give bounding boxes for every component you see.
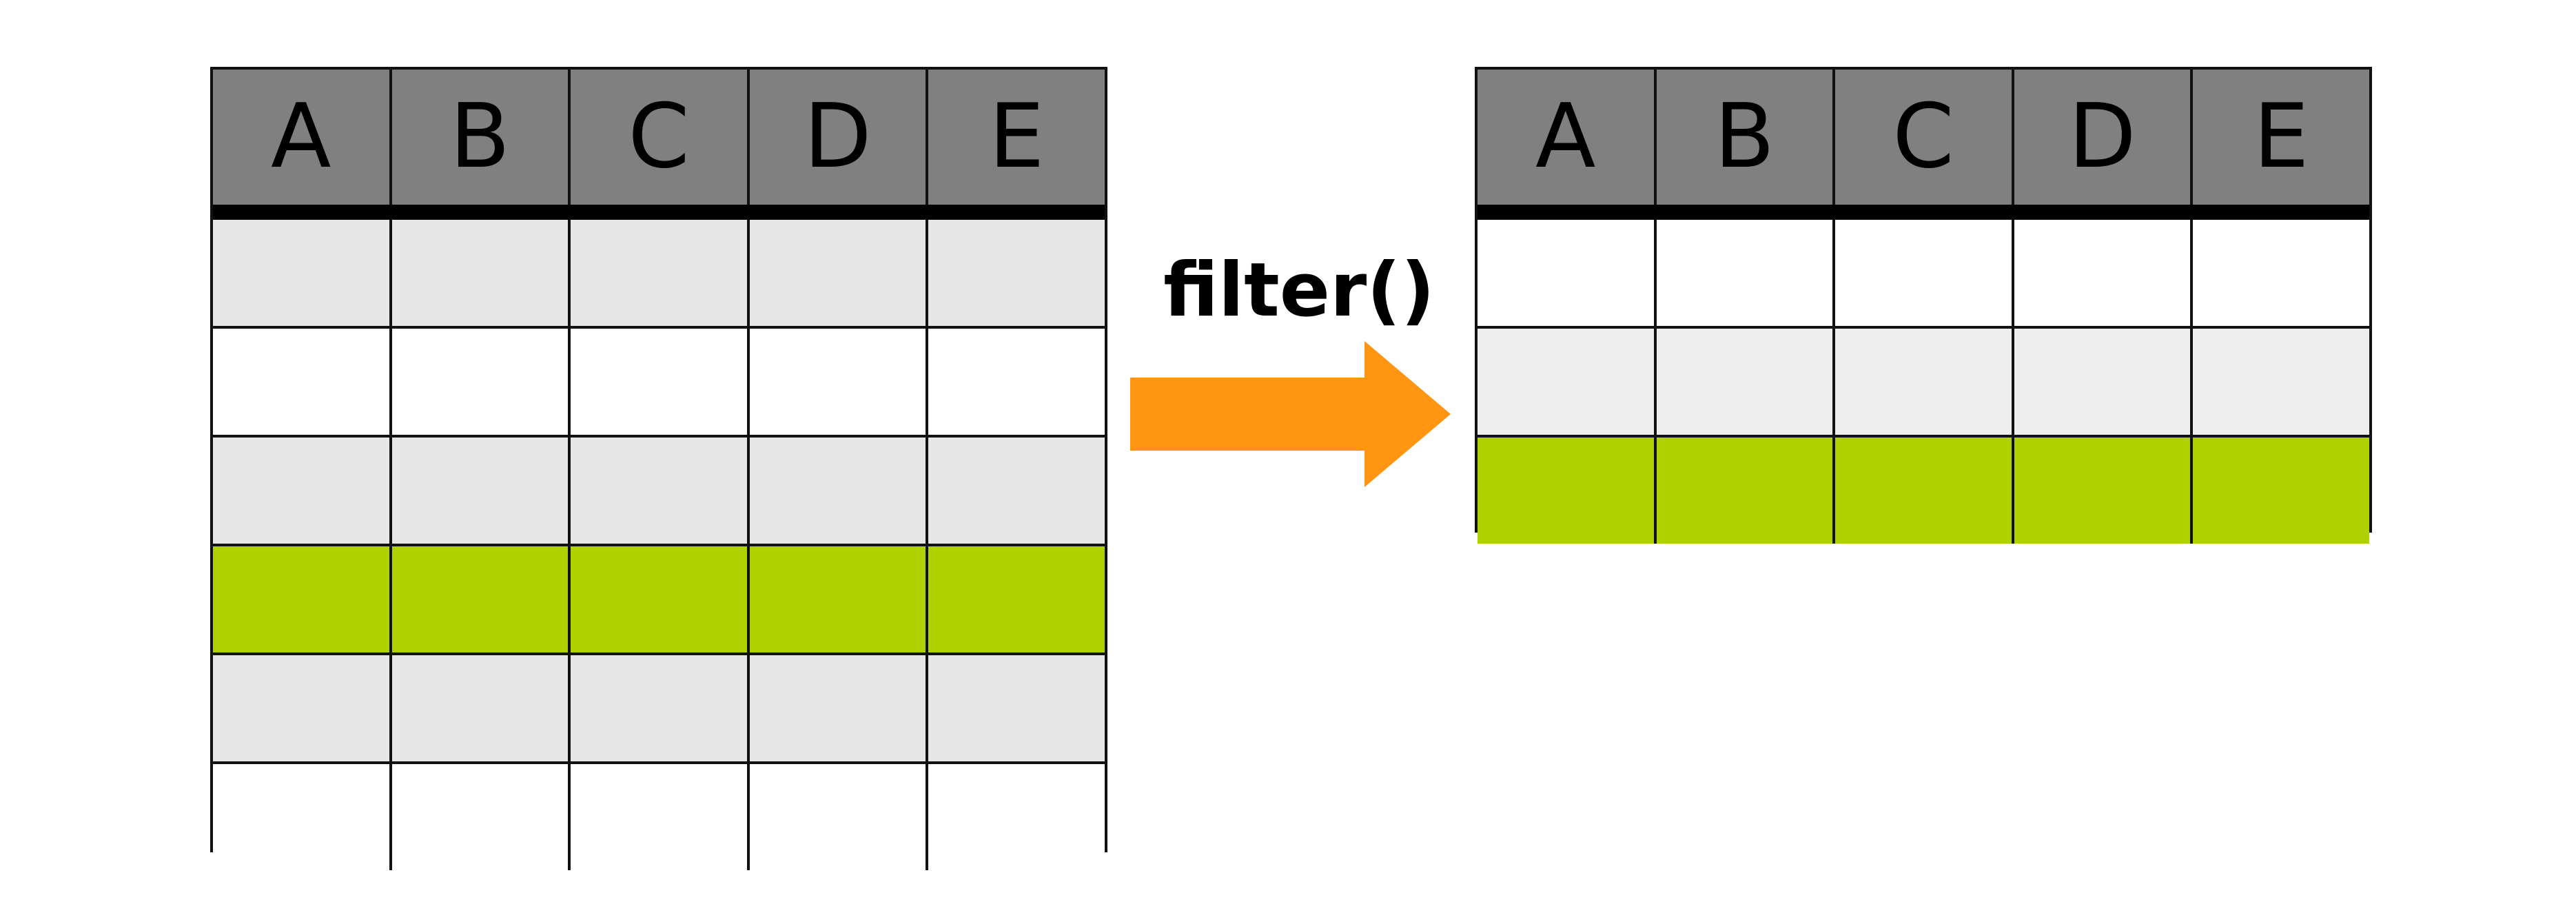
table-cell — [928, 329, 1105, 435]
table-cell — [571, 220, 750, 326]
table-cell — [391, 438, 571, 544]
table-cell — [571, 329, 750, 435]
table-row — [1478, 220, 2369, 326]
source-column-header: D — [750, 70, 929, 205]
table-cell — [2014, 220, 2194, 326]
table-cell — [1656, 329, 1836, 435]
table-cell — [213, 329, 392, 435]
result-table-body — [1478, 220, 2369, 544]
table-row — [213, 326, 1105, 435]
table-cell — [749, 655, 929, 761]
table-row — [1478, 435, 2369, 544]
table-cell — [1835, 438, 2014, 544]
table-cell — [1656, 438, 1836, 544]
table-row — [213, 544, 1105, 652]
table-cell — [213, 220, 392, 326]
table-cell — [1656, 220, 1836, 326]
table-cell — [2014, 438, 2194, 544]
table-cell — [571, 655, 750, 761]
table-cell — [1478, 329, 1657, 435]
right-arrow-shape — [1130, 341, 1451, 487]
table-row — [213, 435, 1105, 544]
table-cell — [1835, 329, 2014, 435]
table-cell — [213, 764, 392, 870]
table-cell — [749, 438, 929, 544]
filter-operation-label: filter() — [1163, 247, 1435, 333]
table-row — [1478, 326, 2369, 435]
source-table: A B C D E — [210, 67, 1107, 870]
table-cell — [928, 546, 1105, 652]
source-column-header: A — [213, 70, 392, 205]
table-cell — [749, 546, 929, 652]
source-header-row: A B C D E — [213, 70, 1105, 220]
table-row — [213, 220, 1105, 326]
source-column-header: B — [392, 70, 571, 205]
table-cell — [571, 764, 750, 870]
result-column-header: C — [1835, 70, 2014, 205]
table-cell — [2014, 329, 2194, 435]
table-cell — [391, 329, 571, 435]
result-column-header: D — [2014, 70, 2194, 205]
table-cell — [2193, 220, 2369, 326]
result-header-row: A B C D E — [1478, 70, 2369, 220]
table-cell — [391, 546, 571, 652]
table-cell — [391, 655, 571, 761]
table-cell — [749, 329, 929, 435]
result-table: A B C D E — [1475, 67, 2372, 544]
table-cell — [571, 546, 750, 652]
table-cell — [1835, 220, 2014, 326]
table-cell — [2193, 438, 2369, 544]
table-cell — [213, 438, 392, 544]
table-row — [213, 652, 1105, 761]
source-column-header: E — [988, 85, 1045, 188]
table-cell — [1478, 438, 1657, 544]
result-column-header: E — [2253, 85, 2309, 188]
table-cell — [749, 220, 929, 326]
result-column-header: B — [1657, 70, 1836, 205]
result-column-header: A — [1478, 70, 1657, 205]
table-cell — [213, 655, 392, 761]
table-cell — [571, 438, 750, 544]
source-column-header: C — [571, 70, 750, 205]
table-cell — [928, 220, 1105, 326]
table-cell — [928, 438, 1105, 544]
table-cell — [391, 764, 571, 870]
table-cell — [928, 764, 1105, 870]
table-row — [213, 761, 1105, 870]
table-cell — [749, 764, 929, 870]
table-cell — [2193, 329, 2369, 435]
table-cell — [928, 655, 1105, 761]
right-arrow-icon — [1130, 341, 1451, 487]
table-cell — [391, 220, 571, 326]
table-cell — [1478, 220, 1657, 326]
source-table-body — [213, 220, 1105, 870]
table-cell — [213, 546, 392, 652]
